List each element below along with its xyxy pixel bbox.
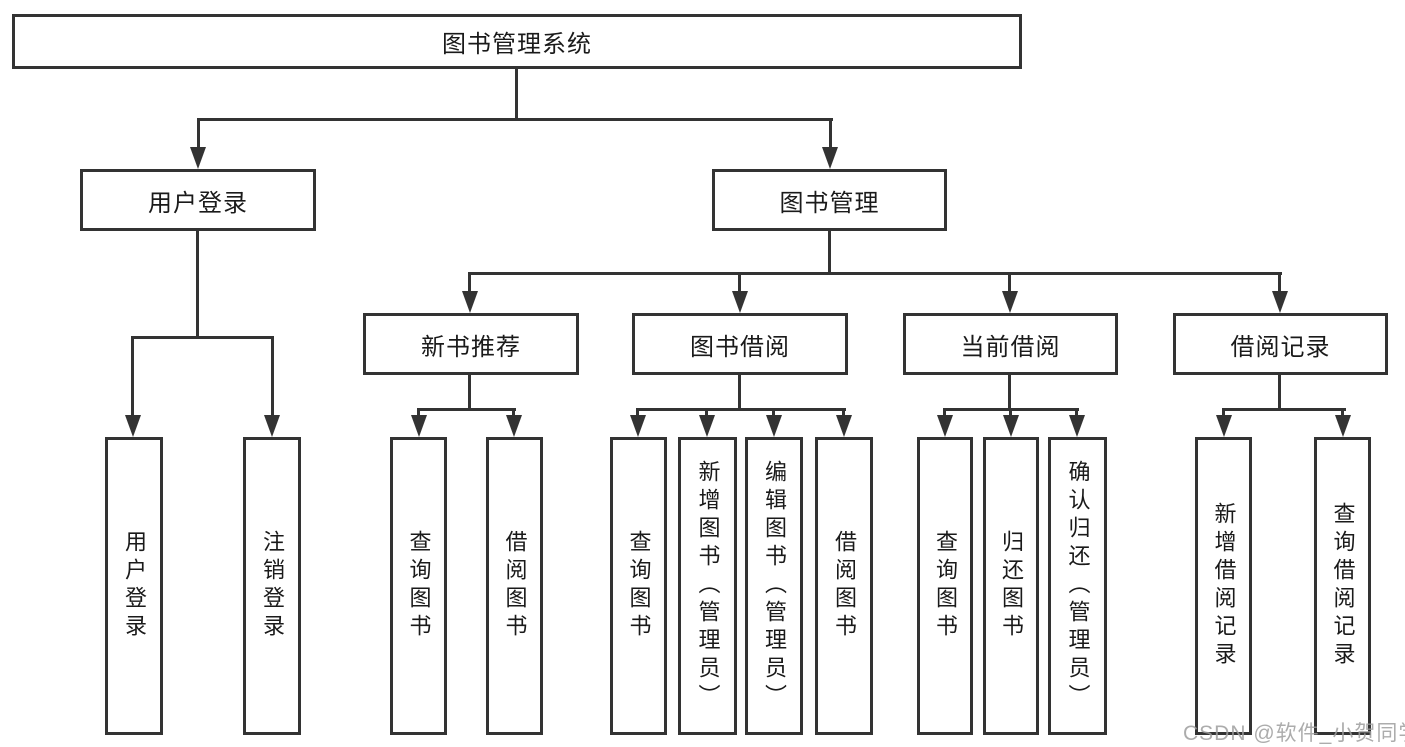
leaf-confirm-return-admin: 确认归还（管理员）: [1048, 437, 1107, 735]
arrowhead-down-icon: [1002, 291, 1018, 313]
leaf-query-books-current-label: 查询图书: [933, 530, 958, 642]
node-user-login: 用户登录: [80, 169, 316, 231]
leaf-logout: 注销登录: [243, 437, 301, 735]
arrowhead-down-icon: [822, 147, 838, 169]
csdn-watermark: CSDN @软件_小贺同学: [1183, 722, 1405, 745]
leaf-edit-books-admin-label: 编辑图书（管理员）: [762, 460, 787, 712]
connector-line: [417, 408, 420, 417]
leaf-add-books-admin-label: 新增图书（管理员）: [695, 460, 721, 712]
arrowhead-down-icon: [411, 415, 427, 437]
leaf-add-books-admin: 新增图书（管理员）: [678, 437, 737, 735]
connector-line: [1008, 375, 1011, 408]
node-library-system-label: 图书管理系统: [442, 31, 592, 58]
connector-line: [196, 231, 199, 336]
connector-line: [1222, 408, 1225, 417]
leaf-borrow-books-recommend-label: 借阅图书: [502, 530, 528, 642]
connector-line: [738, 272, 741, 293]
connector-line: [828, 231, 831, 272]
arrowhead-down-icon: [699, 415, 715, 437]
arrowhead-down-icon: [1335, 415, 1351, 437]
connector-line: [515, 69, 518, 118]
leaf-return-books-label: 归还图书: [999, 530, 1024, 642]
connector-line: [1278, 375, 1281, 408]
arrowhead-down-icon: [1216, 415, 1232, 437]
connector-line: [131, 336, 274, 339]
connector-line: [943, 408, 946, 417]
arrowhead-down-icon: [506, 415, 522, 437]
connector-line: [636, 408, 639, 417]
node-user-login-label: 用户登录: [148, 189, 248, 217]
leaf-add-borrow-record-label: 新增借阅记录: [1211, 502, 1237, 670]
arrowhead-down-icon: [732, 291, 748, 313]
connector-line: [197, 118, 833, 121]
connector-line: [842, 408, 845, 417]
node-book-management: 图书管理: [712, 169, 947, 231]
arrowhead-down-icon: [1272, 291, 1288, 313]
arrowhead-down-icon: [125, 415, 141, 437]
node-new-book-recommend-label: 新书推荐: [421, 333, 521, 361]
connector-line: [636, 408, 846, 411]
node-current-borrowing: 当前借阅: [903, 313, 1118, 375]
leaf-borrow-books: 借阅图书: [815, 437, 873, 735]
connector-line: [512, 408, 515, 417]
arrowhead-down-icon: [264, 415, 280, 437]
leaf-edit-books-admin: 编辑图书（管理员）: [745, 437, 803, 735]
leaf-logout-label: 注销登录: [260, 530, 285, 642]
leaf-borrow-books-recommend: 借阅图书: [486, 437, 543, 735]
node-new-book-recommend: 新书推荐: [363, 313, 579, 375]
arrowhead-down-icon: [1003, 415, 1019, 437]
connector-line: [772, 408, 775, 417]
connector-line: [417, 408, 516, 411]
node-book-management-label: 图书管理: [779, 189, 880, 217]
connector-line: [1278, 272, 1281, 293]
connector-line: [829, 118, 832, 149]
leaf-borrow-books-label: 借阅图书: [832, 530, 857, 642]
connector-line: [738, 375, 741, 408]
node-book-borrowing: 图书借阅: [632, 313, 848, 375]
leaf-query-books-current: 查询图书: [917, 437, 973, 735]
connector-line: [1009, 408, 1012, 417]
arrowhead-down-icon: [630, 415, 646, 437]
leaf-query-books-recommend: 查询图书: [390, 437, 447, 735]
arrowhead-down-icon: [462, 291, 478, 313]
leaf-query-books-borrowing: 查询图书: [610, 437, 667, 735]
leaf-user-login: 用户登录: [105, 437, 163, 735]
arrowhead-down-icon: [836, 415, 852, 437]
node-library-system: 图书管理系统: [12, 14, 1022, 69]
arrowhead-down-icon: [1069, 415, 1085, 437]
connector-line: [131, 336, 134, 417]
leaf-query-books-recommend-label: 查询图书: [406, 530, 432, 642]
arrowhead-down-icon: [937, 415, 953, 437]
arrowhead-down-icon: [190, 147, 206, 169]
leaf-confirm-return-admin-label: 确认归还（管理员）: [1065, 460, 1091, 712]
leaf-query-borrow-record: 查询借阅记录: [1314, 437, 1371, 735]
arrowhead-down-icon: [766, 415, 782, 437]
leaf-return-books: 归还图书: [983, 437, 1039, 735]
connector-line: [468, 272, 471, 293]
leaf-query-books-borrowing-label: 查询图书: [626, 530, 652, 642]
leaf-query-borrow-record-label: 查询借阅记录: [1330, 502, 1356, 670]
node-current-borrowing-label: 当前借阅: [960, 333, 1061, 361]
connector-line: [1008, 272, 1011, 293]
leaf-user-login-label: 用户登录: [122, 530, 147, 642]
connector-line: [1222, 408, 1346, 411]
connector-line: [1075, 408, 1078, 417]
leaf-add-borrow-record: 新增借阅记录: [1195, 437, 1252, 735]
connector-line: [271, 336, 274, 417]
connector-line: [705, 408, 708, 417]
connector-line: [468, 375, 471, 408]
node-borrowing-records-label: 借阅记录: [1230, 333, 1331, 361]
node-book-borrowing-label: 图书借阅: [690, 333, 790, 361]
node-borrowing-records: 借阅记录: [1173, 313, 1388, 375]
connector-line: [468, 272, 1282, 275]
connector-line: [197, 118, 200, 149]
connector-line: [1341, 408, 1344, 417]
